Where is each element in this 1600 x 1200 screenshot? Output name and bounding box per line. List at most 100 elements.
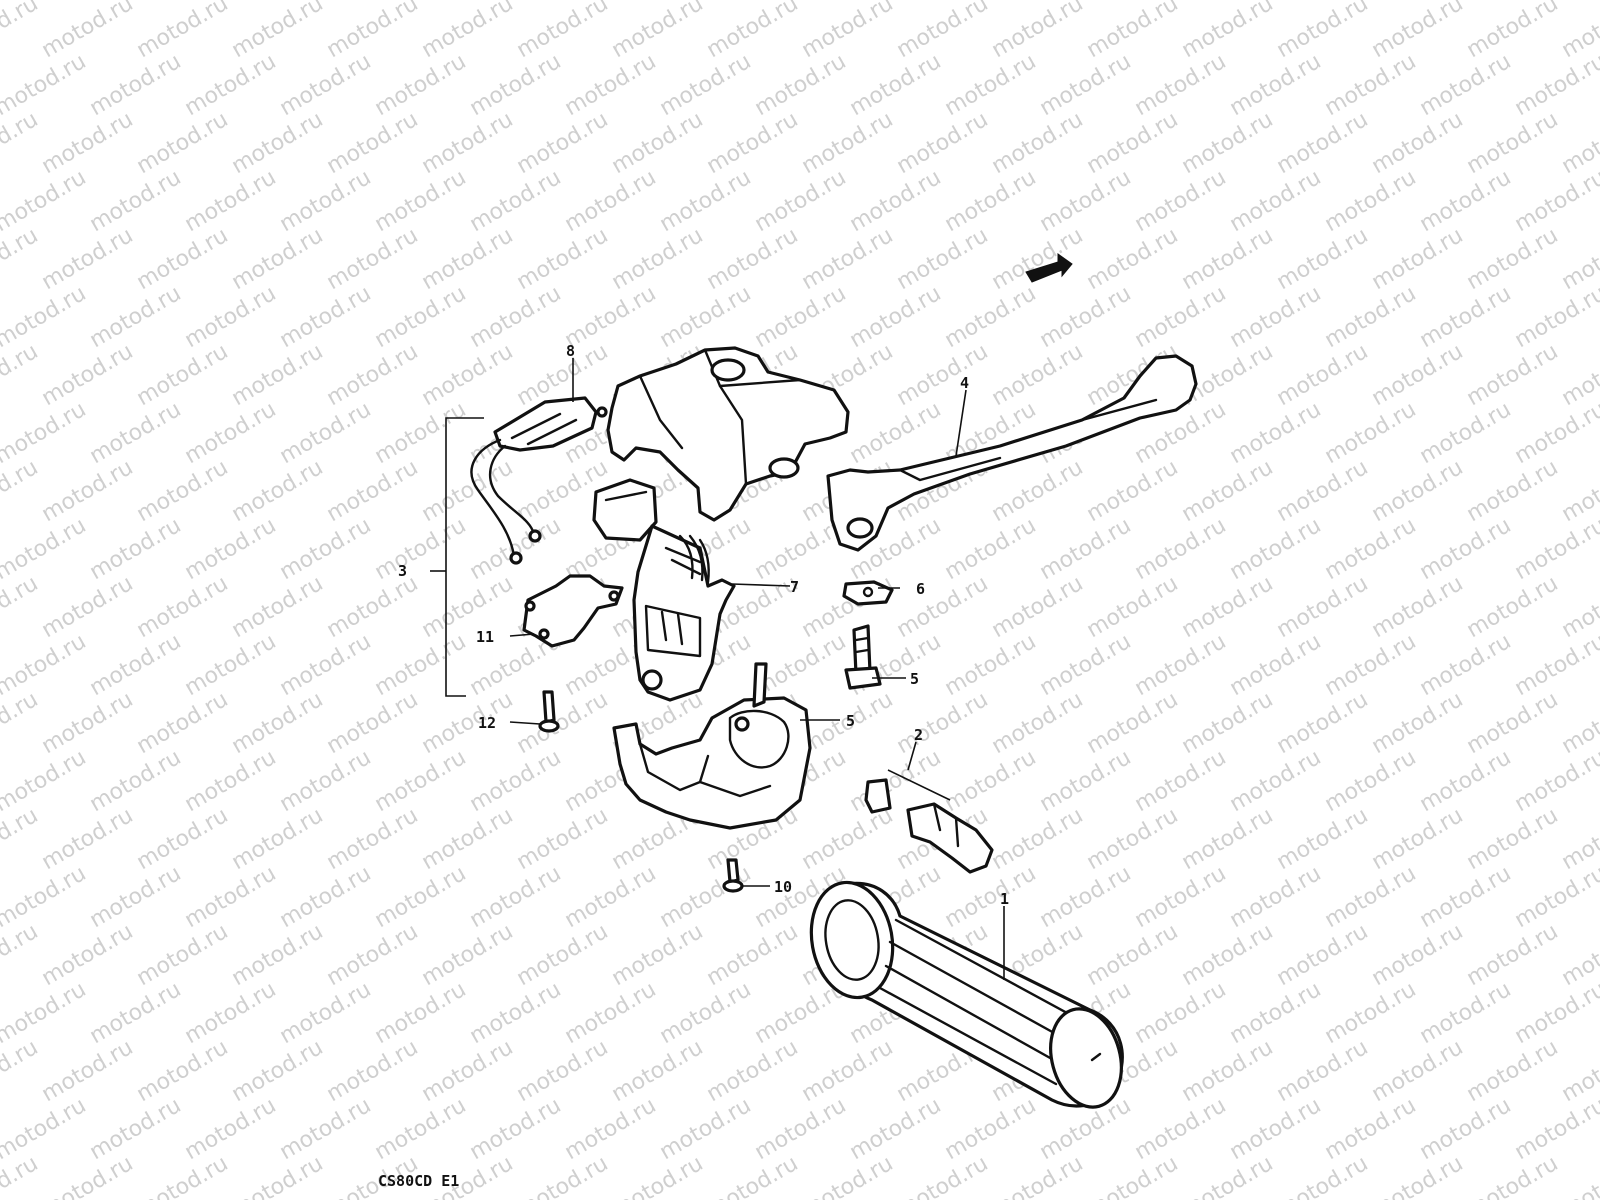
watermark-text: motod.ru — [561, 861, 661, 933]
watermark-text: motod.ru — [1178, 919, 1278, 991]
watermark-text: motod.ru — [1226, 977, 1326, 1049]
watermark-text: motod.ru — [798, 107, 898, 179]
watermark-text: motod.ru — [181, 281, 281, 353]
watermark-text: motod.ru — [1321, 745, 1421, 817]
watermark-text: motod.ru — [1036, 629, 1136, 701]
watermark-text: motod.ru — [1226, 513, 1326, 585]
watermark-text: motod.ru — [893, 339, 993, 411]
watermark-text: motod.ru — [561, 49, 661, 121]
watermark-text: motod.ru — [1273, 107, 1373, 179]
watermark-text: motod.ru — [38, 919, 138, 991]
watermark-text: motod.ru — [1083, 919, 1183, 991]
watermark-text: motod.ru — [181, 977, 281, 1049]
watermark-text: motod.ru — [418, 687, 518, 759]
watermark-text: motod.ru — [228, 223, 328, 295]
watermark-text: motod.ru — [466, 1093, 566, 1165]
watermark-text: motod.ru — [1463, 803, 1563, 875]
watermark-text: motod.ru — [1368, 455, 1468, 527]
watermark-text: motod.ru — [513, 1035, 613, 1107]
watermark-text: motod.ru — [656, 861, 756, 933]
watermark-text: motod.ru — [893, 1151, 993, 1200]
watermark-text: motod.ru — [1321, 49, 1421, 121]
watermark-text: motod.ru — [1416, 861, 1516, 933]
watermark-text: motod.ru — [513, 803, 613, 875]
watermark-text: motod.ru — [1463, 1035, 1563, 1107]
watermark-text: motod.ru — [371, 397, 471, 469]
watermark-text: motod.ru — [38, 107, 138, 179]
watermark-text: motod.ru — [988, 687, 1088, 759]
watermark-text: motod.ru — [1511, 977, 1600, 1049]
watermark-text: motod.ru — [86, 165, 186, 237]
watermark-text: motod.ru — [276, 1093, 376, 1165]
watermark-text: motod.ru — [86, 861, 186, 933]
watermark-text: motod.ru — [1131, 513, 1231, 585]
watermark-text: motod.ru — [466, 861, 566, 933]
watermark-text: motod.ru — [1083, 687, 1183, 759]
part-5-pivot-bolt — [844, 624, 882, 690]
watermark-text: motod.ru — [86, 49, 186, 121]
watermark-text: motod.ru — [86, 745, 186, 817]
watermark-text: motod.ru — [1178, 803, 1278, 875]
watermark-text: motod.ru — [1416, 977, 1516, 1049]
watermark-text: motod.ru — [1178, 571, 1278, 643]
watermark-text: motod.ru — [893, 571, 993, 643]
watermark-text: motod.ru — [561, 1093, 661, 1165]
watermark-text: motod.ru — [1083, 0, 1183, 63]
watermark-text: motod.ru — [181, 513, 281, 585]
watermark-text: motod.ru — [1273, 1035, 1373, 1107]
watermark-text: motod.ru — [1036, 49, 1136, 121]
part-2-adjuster — [864, 778, 994, 874]
watermark-text: motod.ru — [846, 281, 946, 353]
watermark-text: motod.ru — [1416, 165, 1516, 237]
watermark-text: motod.ru — [228, 687, 328, 759]
watermark-text: motod.ru — [133, 803, 233, 875]
watermark-text: motod.ru — [418, 107, 518, 179]
watermark-text: motod.ru — [323, 571, 423, 643]
watermark-text: motod.ru — [893, 687, 993, 759]
watermark-text: motod.ru — [798, 1035, 898, 1107]
part-7-switch-assembly — [592, 478, 736, 702]
part-1-grip — [809, 880, 1124, 1109]
watermark-text: motod.ru — [0, 513, 90, 585]
watermark-text: motod.ru — [418, 919, 518, 991]
watermark-text: motod.ru — [466, 977, 566, 1049]
watermark-text: motod.ru — [466, 745, 566, 817]
watermark-text: motod.ru — [0, 1093, 90, 1165]
watermark-text: motod.ru — [323, 223, 423, 295]
watermark-text: motod.ru — [276, 165, 376, 237]
watermark-text: motod.ru — [1463, 1151, 1563, 1200]
callout-6: 6 — [916, 580, 925, 598]
watermark-text: motod.ru — [1036, 165, 1136, 237]
watermark-text: motod.ru — [1273, 571, 1373, 643]
watermark-text: motod.ru — [276, 513, 376, 585]
watermark-text: motod.ru — [1511, 397, 1600, 469]
watermark-text: motod.ru — [703, 1035, 803, 1107]
part-12-screw — [538, 690, 560, 733]
watermark-text: motod.ru — [988, 1151, 1088, 1200]
watermark-text: motod.ru — [798, 0, 898, 63]
watermark-text: motod.ru — [38, 1151, 138, 1200]
watermark-text: motod.ru — [846, 165, 946, 237]
watermark-text: motod.ru — [561, 165, 661, 237]
watermark-text: motod.ru — [276, 977, 376, 1049]
watermark-text: motod.ru — [323, 919, 423, 991]
watermark-text: motod.ru — [1178, 223, 1278, 295]
watermark-text: motod.ru — [1463, 339, 1563, 411]
watermark-text: motod.ru — [1226, 49, 1326, 121]
watermark-text: motod.ru — [181, 745, 281, 817]
part-11-bracket — [522, 574, 624, 648]
watermark-text: motod.ru — [1273, 455, 1373, 527]
watermark-text: motod.ru — [323, 0, 423, 63]
watermark-text: motod.ru — [1368, 1035, 1468, 1107]
watermark-text: motod.ru — [703, 107, 803, 179]
watermark-text: motod.ru — [38, 571, 138, 643]
watermark-text: motod.ru — [1083, 571, 1183, 643]
watermark-text: motod.ru — [1463, 571, 1563, 643]
watermark-text: motod.ru — [1368, 107, 1468, 179]
watermark-text: motod.ru — [228, 803, 328, 875]
watermark-text: motod.ru — [276, 861, 376, 933]
watermark-text: motod.ru — [371, 629, 471, 701]
watermark-text: motod.ru — [1368, 0, 1468, 63]
